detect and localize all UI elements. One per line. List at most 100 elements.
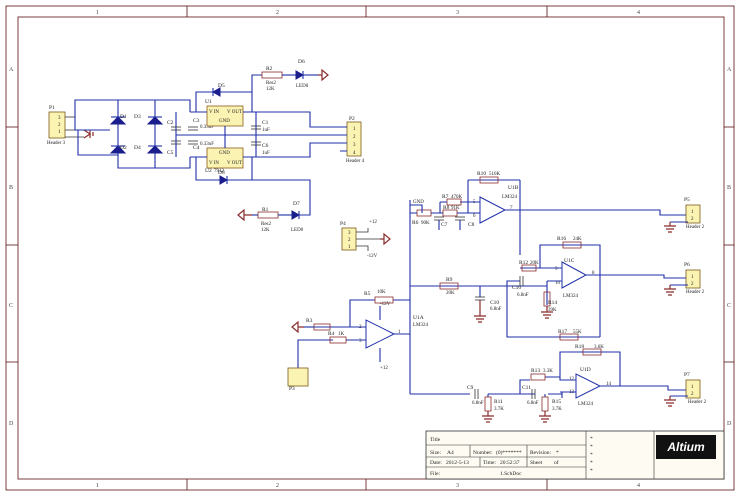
resistor-r13[interactable]: R13 3.3K (530, 368, 553, 381)
col-label-2-bottom: 2 (276, 483, 279, 489)
svg-text:C10: C10 (490, 300, 499, 306)
svg-text:510K: 510K (489, 172, 501, 177)
svg-text:R17: R17 (558, 329, 567, 335)
resistor-r4[interactable]: R4 1K (297, 331, 350, 368)
svg-text:R18: R18 (575, 344, 584, 350)
time-label: Time: (483, 460, 496, 466)
row-label-d-right: D (727, 421, 732, 427)
connector-p7[interactable]: P7 1 2 Header 2 (670, 372, 707, 405)
svg-text:20K: 20K (446, 291, 455, 296)
time-value: 20:52:37 (500, 460, 520, 466)
capacitor-c9[interactable]: C9 6.8nF (467, 385, 484, 406)
opamp-u1d[interactable]: U1D LM324 12 13 14 (410, 351, 688, 407)
svg-text:*: * (590, 468, 593, 474)
svg-text:2: 2 (691, 392, 694, 397)
resistor-r3[interactable]: R3 (304, 318, 331, 331)
capacitor-c11[interactable]: C11 6.8nF (522, 385, 539, 406)
connector-p5[interactable]: P5 1 2 Header 2 (670, 197, 705, 230)
col-label-2: 2 (276, 10, 279, 16)
svg-text:1: 1 (691, 210, 694, 215)
diode-d8[interactable]: D8 (195, 157, 253, 185)
svg-text:3.3K: 3.3K (543, 369, 553, 374)
regulator-u2[interactable]: U2 7912 GND V IN V OUT (190, 135, 330, 174)
input-capacitors[interactable]: C2 C5 C3 0.33uF C4 0.33uF (167, 112, 330, 157)
opamp-u1b[interactable]: U1B LM324 5 6 7 (460, 179, 688, 255)
led-d7[interactable]: D7 LED0 (252, 179, 311, 233)
row-label-b-right: B (727, 185, 731, 191)
resistor-r10[interactable]: R10 510K (477, 171, 501, 184)
connector-p1[interactable]: P1 3 2 1 Header 3 (47, 105, 84, 146)
svg-text:P1: P1 (49, 105, 55, 111)
resistor-r17[interactable]: R17 55K (558, 329, 582, 341)
svg-text:C5: C5 (167, 150, 174, 156)
altium-logo-text: Altium (666, 440, 705, 454)
svg-text:R12: R12 (519, 260, 528, 266)
svg-text:P7: P7 (684, 372, 690, 378)
svg-text:GND: GND (219, 119, 230, 124)
svg-text:R4: R4 (328, 331, 335, 337)
ground-symbol (291, 320, 304, 334)
resistor-r5[interactable]: R5 10K (364, 290, 394, 304)
output-capacitors[interactable]: C1 1uF C6 1uF (251, 112, 270, 157)
svg-text:D5: D5 (218, 83, 225, 89)
resistor-r18[interactable]: R18 3.6K (575, 344, 604, 356)
file-label: File: (430, 471, 441, 477)
svg-text:C6: C6 (262, 143, 269, 149)
regulator-u1[interactable]: U1 V IN V OUT GND (190, 99, 330, 135)
row-label-d: D (9, 421, 14, 427)
resistor-r6[interactable]: R6 90K (410, 201, 468, 226)
svg-text:U1D: U1D (580, 367, 591, 373)
svg-text:V OUT: V OUT (227, 110, 242, 115)
svg-text:C3: C3 (193, 118, 200, 124)
opamp-u1c[interactable]: U1C LM324 9 10 8 (488, 244, 688, 338)
resistor-r2[interactable]: R2 Res2 12K (251, 66, 296, 92)
connector-p4[interactable]: P4 3 2 1 +12 -12V (340, 220, 380, 259)
svg-text:R15: R15 (552, 399, 561, 405)
connector-p6[interactable]: P6 1 2 Header 2 (670, 262, 705, 295)
title-label: Title (430, 437, 441, 443)
svg-text:LM324: LM324 (563, 294, 579, 299)
svg-text:9: 9 (555, 267, 558, 272)
row-label-b: B (9, 185, 13, 191)
svg-text:*: * (590, 452, 593, 458)
diode-d5[interactable]: D5 (195, 83, 253, 112)
title-block: Title Size: A4 Number: (0)******* Revisi… (425, 430, 725, 480)
svg-text:55K: 55K (573, 330, 582, 335)
connector-p3[interactable]: P3 (287, 367, 309, 392)
svg-text:3.7K: 3.7K (494, 407, 504, 412)
svg-text:10K: 10K (377, 290, 386, 295)
svg-text:14: 14 (606, 382, 612, 387)
opamp-u1a[interactable]: U1A LM324 2 3 1 (310, 299, 429, 362)
resistor-r12[interactable]: R12 20K (519, 260, 539, 272)
connector-p2[interactable]: P2 1 2 3 4 Header 4 (330, 116, 365, 164)
svg-text:1uF: 1uF (262, 128, 270, 133)
date-label: Date: (430, 460, 442, 466)
svg-text:C2: C2 (167, 120, 174, 126)
date-value: 2012-5-13 (446, 460, 469, 466)
svg-text:R10: R10 (477, 171, 486, 177)
svg-text:U2: U2 (205, 168, 212, 174)
row-label-a: A (9, 67, 14, 73)
svg-text:D7: D7 (293, 201, 300, 207)
resistor-r16[interactable]: R16 24K (557, 236, 582, 249)
bridge-rectifier[interactable]: D1 D3 D2 D4 (74, 99, 191, 169)
svg-text:R11: R11 (494, 399, 503, 405)
size-value: A4 (447, 450, 454, 456)
svg-text:*: * (590, 460, 593, 466)
capacitor-c10-u1c[interactable]: C10 6.8nF (512, 276, 529, 298)
svg-text:Header 2: Header 2 (686, 225, 705, 230)
led-d6[interactable]: D6 LED0 (295, 59, 318, 89)
svg-text:D2: D2 (120, 145, 127, 151)
resistor-r1[interactable]: R1 Res2 12K (252, 207, 292, 233)
svg-text:20K: 20K (530, 261, 539, 266)
svg-text:R3: R3 (306, 318, 313, 324)
net-label-gnd: GND (413, 200, 424, 205)
svg-text:2: 2 (691, 217, 694, 222)
svg-text:91K: 91K (451, 206, 460, 211)
caps-c7-c8[interactable]: C7 C8 (434, 216, 475, 230)
svg-text:U1C: U1C (564, 258, 575, 264)
ground-symbol (664, 285, 676, 296)
svg-text:6.8nF: 6.8nF (472, 401, 484, 406)
resistor-r9[interactable]: R9 20K (439, 277, 459, 296)
file-value: 1.SchDoc (500, 471, 522, 477)
